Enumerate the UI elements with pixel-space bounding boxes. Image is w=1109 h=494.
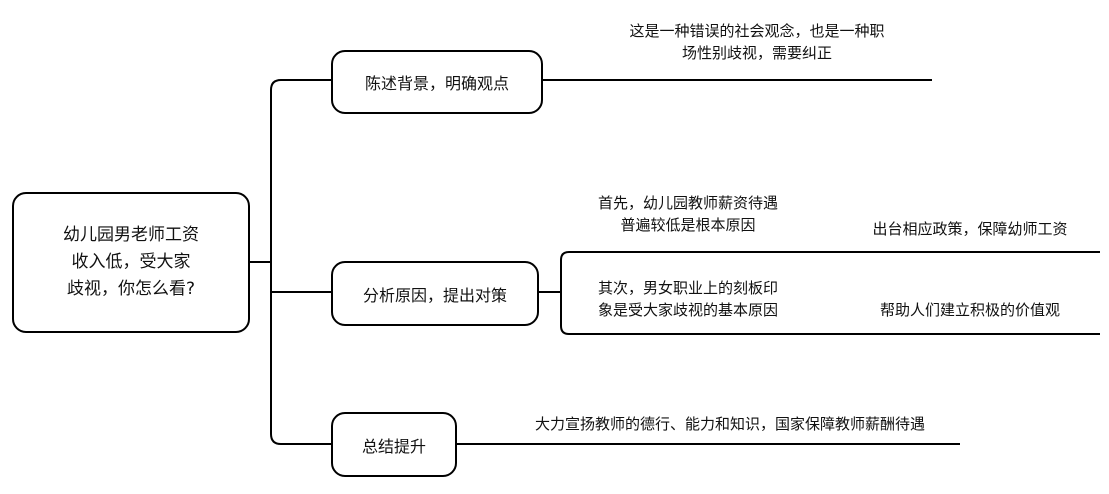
root-label: 幼儿园男老师工资收入低，受大家歧视，你怎么看? xyxy=(63,225,199,299)
branch-analysis: 分析原因，提出对策 xyxy=(331,261,539,326)
trunk-top xyxy=(270,79,331,262)
branch2-fork-bottom xyxy=(560,292,1100,335)
branch-background: 陈述背景，明确观点 xyxy=(331,50,543,114)
leaf-background-view: 这是一种错误的社会观念，也是一种职场性别歧视，需要纠正 xyxy=(629,22,885,62)
branch-summary: 总结提升 xyxy=(331,412,457,477)
branch2-fork-top xyxy=(560,251,1100,292)
leaf-cause-salary: 首先，幼儿园教师薪资待遇普遍较低是根本原因 xyxy=(597,194,778,234)
leaf-positive-values: 帮助人们建立积极的价值观 xyxy=(879,301,1060,319)
branch-analysis-label: 分析原因，提出对策 xyxy=(362,285,507,305)
leaf-cause-stereotype: 其次，男女职业上的刻板印象是受大家歧视的基本原因 xyxy=(597,279,778,319)
leaf-summary: 大力宣扬教师的德行、能力和知识，国家保障教师薪酬待遇 xyxy=(534,415,925,433)
leaf-policy-salary: 出台相应政策，保障幼师工资 xyxy=(872,220,1068,238)
trunk-bottom xyxy=(270,262,331,445)
root-node: 幼儿园男老师工资收入低，受大家歧视，你怎么看? xyxy=(12,192,250,333)
branch-summary-label: 总结提升 xyxy=(361,436,426,456)
branch-background-label: 陈述背景，明确观点 xyxy=(364,74,509,93)
